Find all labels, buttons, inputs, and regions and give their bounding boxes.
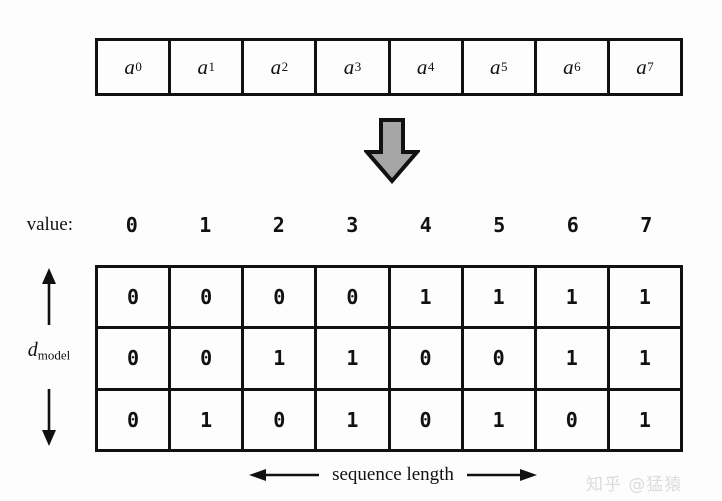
token-base: a <box>636 54 647 79</box>
token-subscript: 4 <box>427 59 435 74</box>
matrix-cell: 1 <box>391 268 464 327</box>
value-cell: 3 <box>346 213 359 237</box>
matrix-row: 0 1 0 1 0 1 0 1 <box>98 390 680 449</box>
matrix-row: 0 0 1 1 0 0 1 1 <box>98 329 680 391</box>
token-base: a <box>124 54 135 79</box>
matrix-cell: 1 <box>464 390 537 449</box>
value-cells: 0 1 2 3 4 5 6 7 <box>95 213 683 237</box>
token-base: a <box>343 54 355 79</box>
token-subscript: 2 <box>281 59 289 74</box>
token-subscript: 3 <box>354 59 362 74</box>
token-subscript: 6 <box>574 59 581 74</box>
token-base: a <box>270 54 282 79</box>
token-base: a <box>489 54 501 79</box>
matrix-cell: 0 <box>98 329 172 388</box>
arrow-up-icon <box>42 268 56 325</box>
matrix-cell: 0 <box>537 390 610 449</box>
value-cell: 0 <box>125 213 138 237</box>
matrix-cell: 0 <box>317 268 391 327</box>
dmodel-label: dmodel <box>8 339 90 363</box>
token-subscript: 7 <box>647 59 654 74</box>
down-arrow-icon <box>364 118 420 184</box>
binary-encoding-matrix: 0 0 0 0 1 1 1 1 0 0 1 1 0 0 1 1 0 1 0 1 … <box>95 265 683 452</box>
arrow-left-icon <box>249 469 320 481</box>
token-subscript: 0 <box>135 59 142 74</box>
arrow-down-icon <box>42 389 56 446</box>
token-subscript: 1 <box>208 59 215 74</box>
token-base: a <box>416 54 428 79</box>
matrix-cell: 1 <box>638 346 651 371</box>
matrix-cell: 0 <box>244 268 318 327</box>
matrix-cell: 1 <box>317 329 391 388</box>
value-cell: 2 <box>272 213 285 237</box>
token-subscript: 5 <box>500 59 508 74</box>
matrix-cell: 0 <box>98 390 172 449</box>
value-row-label: value: <box>26 214 73 235</box>
token-base: a <box>563 54 574 79</box>
value-row: value: 0 1 2 3 4 5 6 7 <box>0 208 683 242</box>
matrix-cell: 1 <box>638 407 651 432</box>
watermark: 知乎 @猛猿 <box>586 475 683 495</box>
matrix-cell: 0 <box>244 390 318 449</box>
dmodel-base: d <box>27 339 38 361</box>
matrix-cell: 1 <box>244 329 318 388</box>
value-cell: 7 <box>640 213 653 237</box>
matrix-cell: 0 <box>98 268 172 327</box>
matrix-cell: 0 <box>464 329 537 388</box>
matrix-cell: 1 <box>638 285 651 310</box>
matrix-cell: 0 <box>391 390 464 449</box>
matrix-cell: 0 <box>171 268 245 327</box>
matrix-cell: 1 <box>171 390 245 449</box>
matrix-cell: 1 <box>537 268 610 327</box>
token-base: a <box>197 54 208 79</box>
value-cell: 5 <box>493 213 506 237</box>
value-cell: 1 <box>199 213 212 237</box>
dmodel-subscript: model <box>37 347 71 363</box>
arrow-right-icon <box>466 469 537 481</box>
value-cell: 6 <box>566 213 579 237</box>
matrix-cell: 1 <box>537 329 610 388</box>
matrix-cell: 0 <box>391 329 464 388</box>
dmodel-axis: dmodel <box>8 265 90 452</box>
sequence-length-label: sequence length <box>332 464 454 485</box>
matrix-cell: 1 <box>464 268 537 327</box>
matrix-cell: 1 <box>317 390 391 449</box>
sequence-length-axis: sequence length <box>228 460 558 490</box>
matrix-cell: 0 <box>171 329 245 388</box>
value-cell: 4 <box>419 213 432 237</box>
matrix-row: 0 0 0 0 1 1 1 1 <box>98 268 680 330</box>
